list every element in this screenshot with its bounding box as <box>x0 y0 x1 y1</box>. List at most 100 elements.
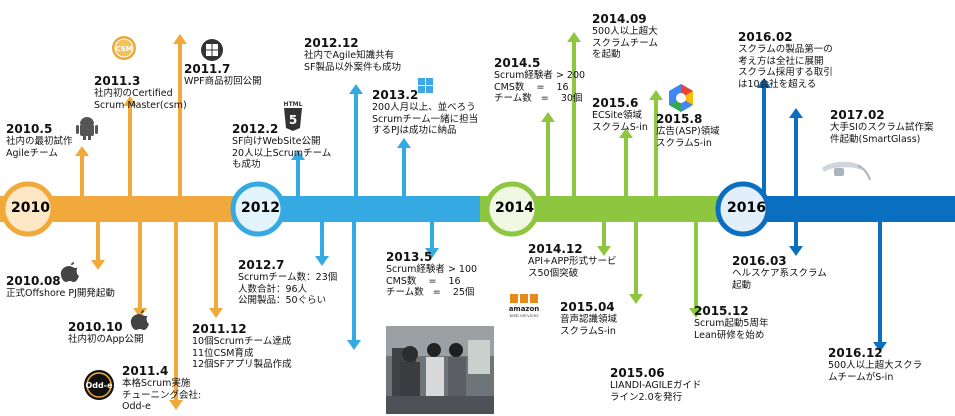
event-date: 2014.12 <box>528 242 583 256</box>
era-circle-2016 <box>715 181 771 237</box>
event-text: 正式Offshore PJ開発起動 <box>6 288 115 300</box>
amazon-text: amazon <box>509 305 540 313</box>
event-text: 10個Scrumチーム達成 11位CSM育成 12個SFアプリ製品作成 <box>192 336 292 371</box>
timeline-arrow <box>75 146 89 196</box>
html5-number: 5 <box>289 113 297 127</box>
html5-icon: HTML 5 <box>284 101 303 131</box>
event-text: 200人月以上、並べろう Scrumチーム一緒に担当 するPJは成功に納品 <box>372 102 479 137</box>
event-text: Scrum経験者 > 200 CMS数 = 16 チーム数 = 30個 <box>494 70 586 105</box>
event-date: 2012.7 <box>238 258 285 272</box>
event-2016-02: 2016.02 スクラムの製品第一の 考え方は全社に展開 スクラム採用する取引 … <box>738 30 833 90</box>
odd-e-logo: Odd-e <box>84 370 114 400</box>
event-date: 2015.6 <box>592 96 639 110</box>
event-text: スクラムの製品第一の 考え方は全社に展開 スクラム採用する取引 は10会社を超え… <box>738 44 833 90</box>
event-text: 社内の最初試作 Agileチーム <box>6 136 73 159</box>
timeline-arrow <box>315 222 329 266</box>
event-date: 2015.12 <box>694 304 749 318</box>
timeline-arrow <box>397 138 411 196</box>
event-2015-06: 2015.06 LIANDI-AGILEガイド ライン2.0を発行 <box>610 366 701 403</box>
team-photo <box>386 326 494 414</box>
event-date: 2013.2 <box>372 88 419 102</box>
event-text: 500人以上超大 スクラムチーム を起動 <box>592 26 658 61</box>
event-text: WPF商品初回公開 <box>184 76 262 88</box>
timeline-arrow <box>291 150 305 196</box>
event-text: 社内初のApp公開 <box>68 334 144 346</box>
event-2016-12: 2016.12 500人以上超大スクラ ムチームがS-in <box>828 346 922 383</box>
band-2014 <box>480 196 725 222</box>
event-2011-4: 2011.4 本格Scrum実施 チューニング会社: Odd-e <box>122 364 201 413</box>
event-date: 2016.03 <box>732 254 787 268</box>
band-2016 <box>725 196 955 222</box>
event-date: 2012.12 <box>304 36 359 50</box>
event-2017-02: 2017.02 大手SIのスクラム試作案 件起動(SmartGlass) <box>830 108 934 145</box>
event-2011-12: 2011.12 10個Scrumチーム達成 11位CSM育成 12個SFアプリ製… <box>192 322 292 371</box>
event-date: 2013.5 <box>386 250 433 264</box>
event-2012-2: 2012.2 SF向けWebSite公開 20人以上Scrumチーム も成功 <box>232 122 331 171</box>
event-2015-04: 2015.04 音声認識領域 スクラムS-in <box>560 300 617 337</box>
event-date: 2014.5 <box>494 56 541 70</box>
timeline-arrow <box>349 84 363 196</box>
era-circle-2010 <box>0 181 56 237</box>
event-2010-5: 2010.5 社内の最初試作 Agileチーム <box>6 122 73 159</box>
timeline-arrow <box>133 222 147 318</box>
timeline-arrow <box>789 222 803 256</box>
csm-badge-text: CSM <box>115 45 132 53</box>
timeline-arrow <box>873 222 887 352</box>
html5-label: HTML <box>284 101 303 108</box>
timeline-arrow <box>597 222 611 256</box>
odd-e-text: Odd-e <box>86 381 114 390</box>
apple-icon <box>60 262 79 282</box>
event-text: ECSite領域 スクラムS-in <box>592 110 648 133</box>
event-date: 2012.2 <box>232 122 279 136</box>
event-2012-7: 2012.7 Scrumチーム数：23個 人数合計：96人 公開製品：50ぐらい <box>238 258 337 307</box>
apple-icon <box>130 310 149 330</box>
event-date: 2011.4 <box>122 364 169 378</box>
event-text: 広告(ASP)領域 スクラムS-in <box>656 126 720 149</box>
event-2014-09: 2014.09 500人以上超大 スクラムチーム を起動 <box>592 12 658 61</box>
era-label-2016: 2016 <box>727 200 766 216</box>
event-2011-7: 2011.7 WPF商品初回公開 <box>184 62 262 88</box>
timeline-arrow <box>689 222 703 318</box>
band-2012 <box>240 196 480 222</box>
event-2010-10: 2010.10 社内初のApp公開 <box>68 320 144 346</box>
event-2010-08: 2010.08 正式Offshore PJ開発起動 <box>6 274 115 300</box>
event-text: API+APP形式サービ ス50個突破 <box>528 256 617 279</box>
event-2014-12: 2014.12 API+APP形式サービ ス50個突破 <box>528 242 616 279</box>
event-2014-5: 2014.5 Scrum経験者 > 200 CMS数 = 16 チーム数 = 3… <box>494 56 585 105</box>
event-text: 大手SIのスクラム試作案 件起動(SmartGlass) <box>830 122 934 145</box>
era-circle-2014 <box>484 181 540 237</box>
event-date: 2011.12 <box>192 322 247 336</box>
timeline-arrow <box>649 90 663 196</box>
event-text: 音声認識領域 スクラムS-in <box>560 314 618 337</box>
timeline-arrow <box>629 222 643 304</box>
timeline-arrow <box>567 32 581 196</box>
event-2016-03: 2016.03 ヘルスケア系スクラム 起動 <box>732 254 827 291</box>
event-text: 500人以上超大スクラ ムチームがS-in <box>828 360 923 383</box>
era-label-2012: 2012 <box>241 200 280 216</box>
event-text: 社内でAgile知識共有 SF製品以外案件も成功 <box>304 50 401 73</box>
timeline-arrow <box>619 128 633 196</box>
google-cloud-icon <box>669 84 693 112</box>
event-2015-6: 2015.6 ECSite領域 スクラムS-in <box>592 96 648 133</box>
timeline-arrow <box>347 222 361 350</box>
windows-icon <box>201 39 223 61</box>
timeline-arrow <box>425 222 439 258</box>
era-circle-2012 <box>230 181 286 237</box>
event-2013-2: 2013.2 200人月以上、並べろう Scrumチーム一緒に担当 するPJは成… <box>372 88 478 137</box>
event-2015-8: 2015.8 広告(ASP)領域 スクラムS-in <box>656 112 720 149</box>
event-date: 2016.12 <box>828 346 883 360</box>
event-date: 2015.8 <box>656 112 703 126</box>
event-date: 2015.06 <box>610 366 665 380</box>
event-date: 2016.02 <box>738 30 793 44</box>
timeline-arrow <box>169 222 183 410</box>
android-icon <box>76 117 98 140</box>
amazon-subtext: web services <box>509 313 539 319</box>
timeline-band <box>0 196 955 222</box>
event-2013-5: 2013.5 Scrum経験者 > 100 CMS数 = 16 チーム数 = 2… <box>386 250 477 299</box>
timeline-arrow <box>123 96 137 196</box>
event-date: 2010.08 <box>6 274 61 288</box>
azure-icon <box>418 78 433 93</box>
event-text: 本格Scrum実施 チューニング会社: Odd-e <box>122 378 202 413</box>
event-date: 2015.04 <box>560 300 615 314</box>
event-2015-12: 2015.12 Scrum起動5周年 Lean研修を始め <box>694 304 768 341</box>
